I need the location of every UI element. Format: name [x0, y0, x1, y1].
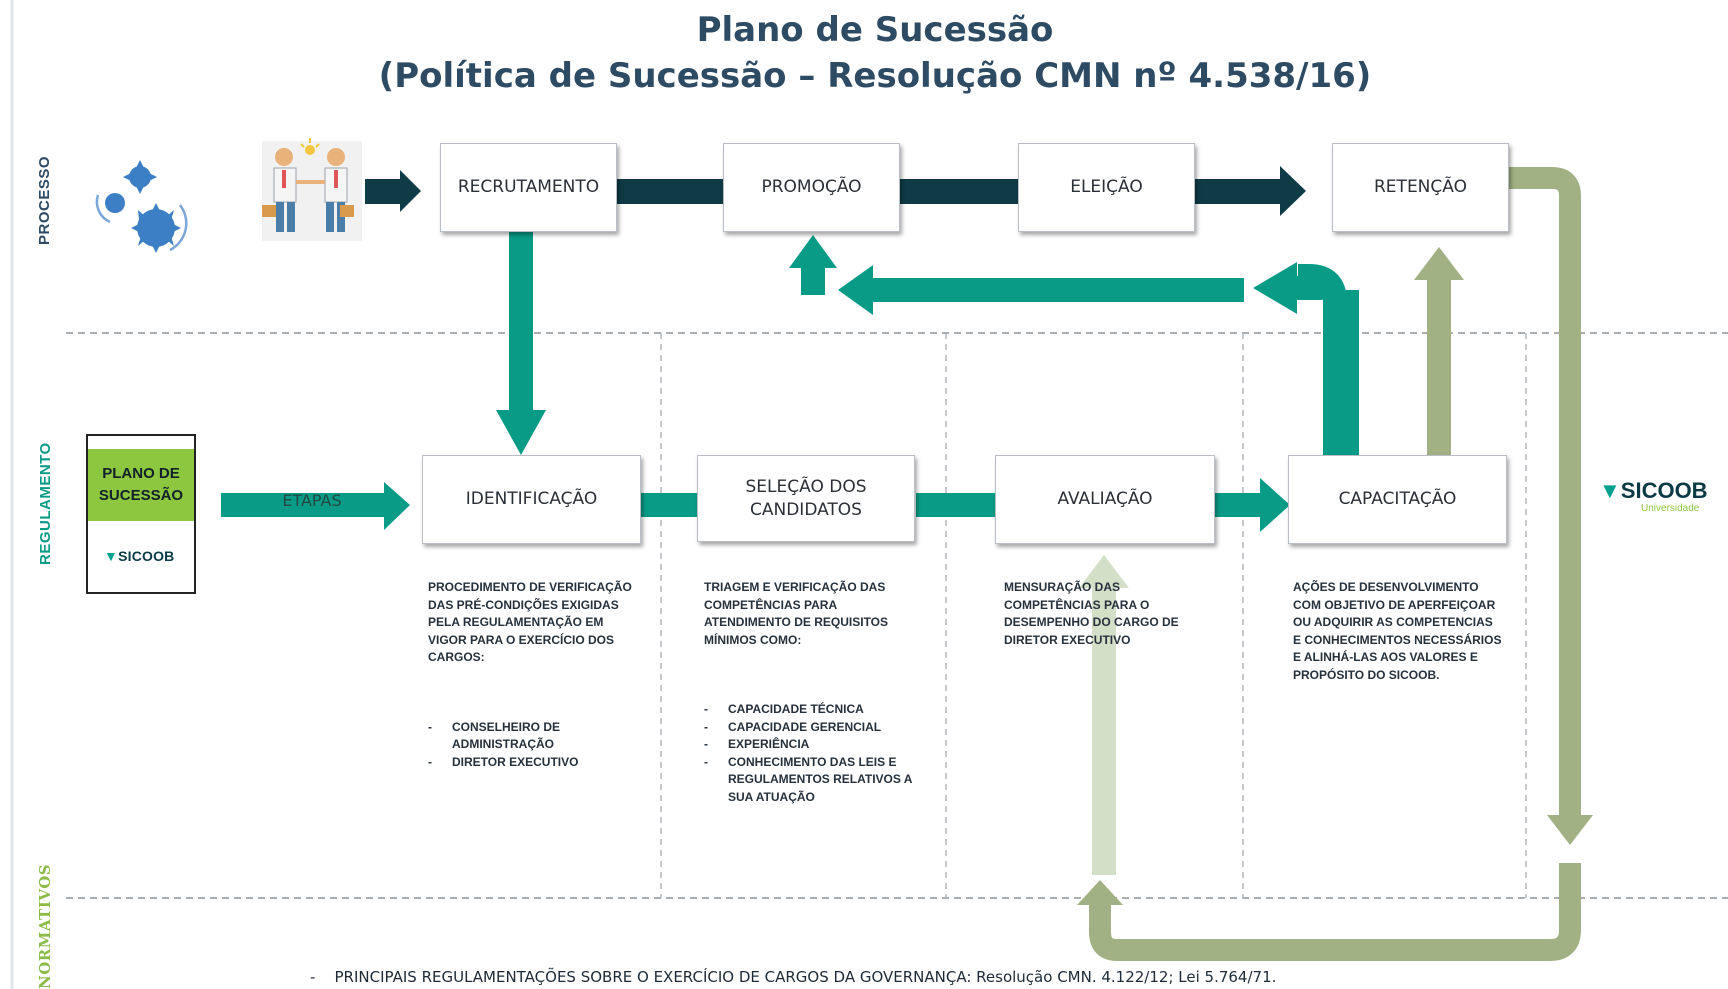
sicoob-logo-mark-icon: ▼: [1599, 478, 1621, 503]
capacitacao-description-text: AÇÕES DE DESENVOLVIMENTO COM OBJETIVO DE…: [1293, 580, 1502, 682]
capacitacao-return-curve: [1298, 264, 1347, 457]
section-label-processo: PROCESSO: [36, 155, 53, 245]
process-box-retencao: RETENÇÃO: [1332, 143, 1509, 232]
stage-box-avaliacao: AVALIAÇÃO: [995, 455, 1215, 544]
list-item: CAPACIDADE TÉCNICA: [704, 701, 914, 719]
list-item: EXPERIÊNCIA: [704, 736, 914, 754]
list-item: CAPACIDADE GERENCIAL: [704, 719, 914, 737]
plan-card-logo-text: SICOOB: [118, 548, 175, 564]
gears-icon: [95, 160, 188, 253]
plan-card-label: PLANO DE SUCESSÃO: [88, 449, 194, 521]
selecao-description-text: TRIAGEM E VERIFICAÇÃO DAS COMPETÊNCIAS P…: [704, 580, 889, 647]
process-box-promocao: PROMOÇÃO: [723, 143, 900, 232]
plan-card: PLANO DE SUCESSÃO ▼SICOOB: [86, 434, 196, 594]
brand-subtitle: Universidade: [1641, 503, 1700, 514]
plan-card-logo: ▼SICOOB: [104, 548, 175, 564]
etapas-label: ETAPAS: [282, 491, 342, 510]
footer-text: PRINCIPAIS REGULAMENTAÇÕES SOBRE O EXERC…: [334, 968, 1277, 986]
sicoob-universidade-logo: ▼SICOOB Universidade: [1599, 478, 1708, 514]
section-label-normativos: NORMATIVOS: [36, 863, 54, 989]
stage-description-capacitacao: AÇÕES DE DESENVOLVIMENTO COM OBJETIVO DE…: [1293, 579, 1503, 684]
stage-description-avaliacao: MENSURAÇÃO DAS COMPETÊNCIAS PARA O DESEM…: [1004, 579, 1194, 649]
process-box-eleicao: ELEIÇÃO: [1018, 143, 1195, 232]
stage-description-identificacao: PROCEDIMENTO DE VERIFICAÇÃO DAS PRÉ-COND…: [428, 579, 638, 771]
selecao-bullet-list: CAPACIDADE TÉCNICA CAPACIDADE GERENCIAL …: [704, 701, 914, 806]
section-label-regulamento: REGULAMENTO: [37, 442, 54, 565]
olive-arrows: [1077, 167, 1593, 961]
title-line-1: Plano de Sucessão: [696, 10, 1054, 50]
identificacao-description-text: PROCEDIMENTO DE VERIFICAÇÃO DAS PRÉ-COND…: [428, 580, 632, 664]
list-item: CONSELHEIRO DE ADMINISTRAÇÃO: [428, 719, 638, 754]
identificacao-bullet-list: CONSELHEIRO DE ADMINISTRAÇÃO DIRETOR EXE…: [428, 719, 638, 772]
handshake-icon: [262, 138, 362, 241]
brand-name: SICOOB: [1620, 478, 1708, 503]
stage-box-selecao: SELEÇÃO DOS CANDIDATOS: [697, 455, 915, 542]
footer-regulations: - PRINCIPAIS REGULAMENTAÇÕES SOBRE O EXE…: [310, 968, 1277, 986]
sicoob-logo-mark-icon: ▼: [104, 548, 119, 564]
list-item: CONHECIMENTO DAS LEIS E REGULAMENTOS REL…: [704, 754, 914, 807]
process-box-recrutamento: RECRUTAMENTO: [440, 143, 617, 232]
list-item: DIRETOR EXECUTIVO: [428, 754, 638, 772]
avaliacao-description-text: MENSURAÇÃO DAS COMPETÊNCIAS PARA O DESEM…: [1004, 580, 1179, 647]
stage-box-identificacao: IDENTIFICAÇÃO: [422, 455, 641, 544]
stage-description-selecao: TRIAGEM E VERIFICAÇÃO DAS COMPETÊNCIAS P…: [704, 579, 914, 806]
title-line-2: (Política de Sucessão – Resolução CMN nº…: [378, 56, 1372, 96]
process-flow-arrows: [365, 166, 1306, 216]
stage-box-capacitacao: CAPACITAÇÃO: [1288, 455, 1507, 544]
